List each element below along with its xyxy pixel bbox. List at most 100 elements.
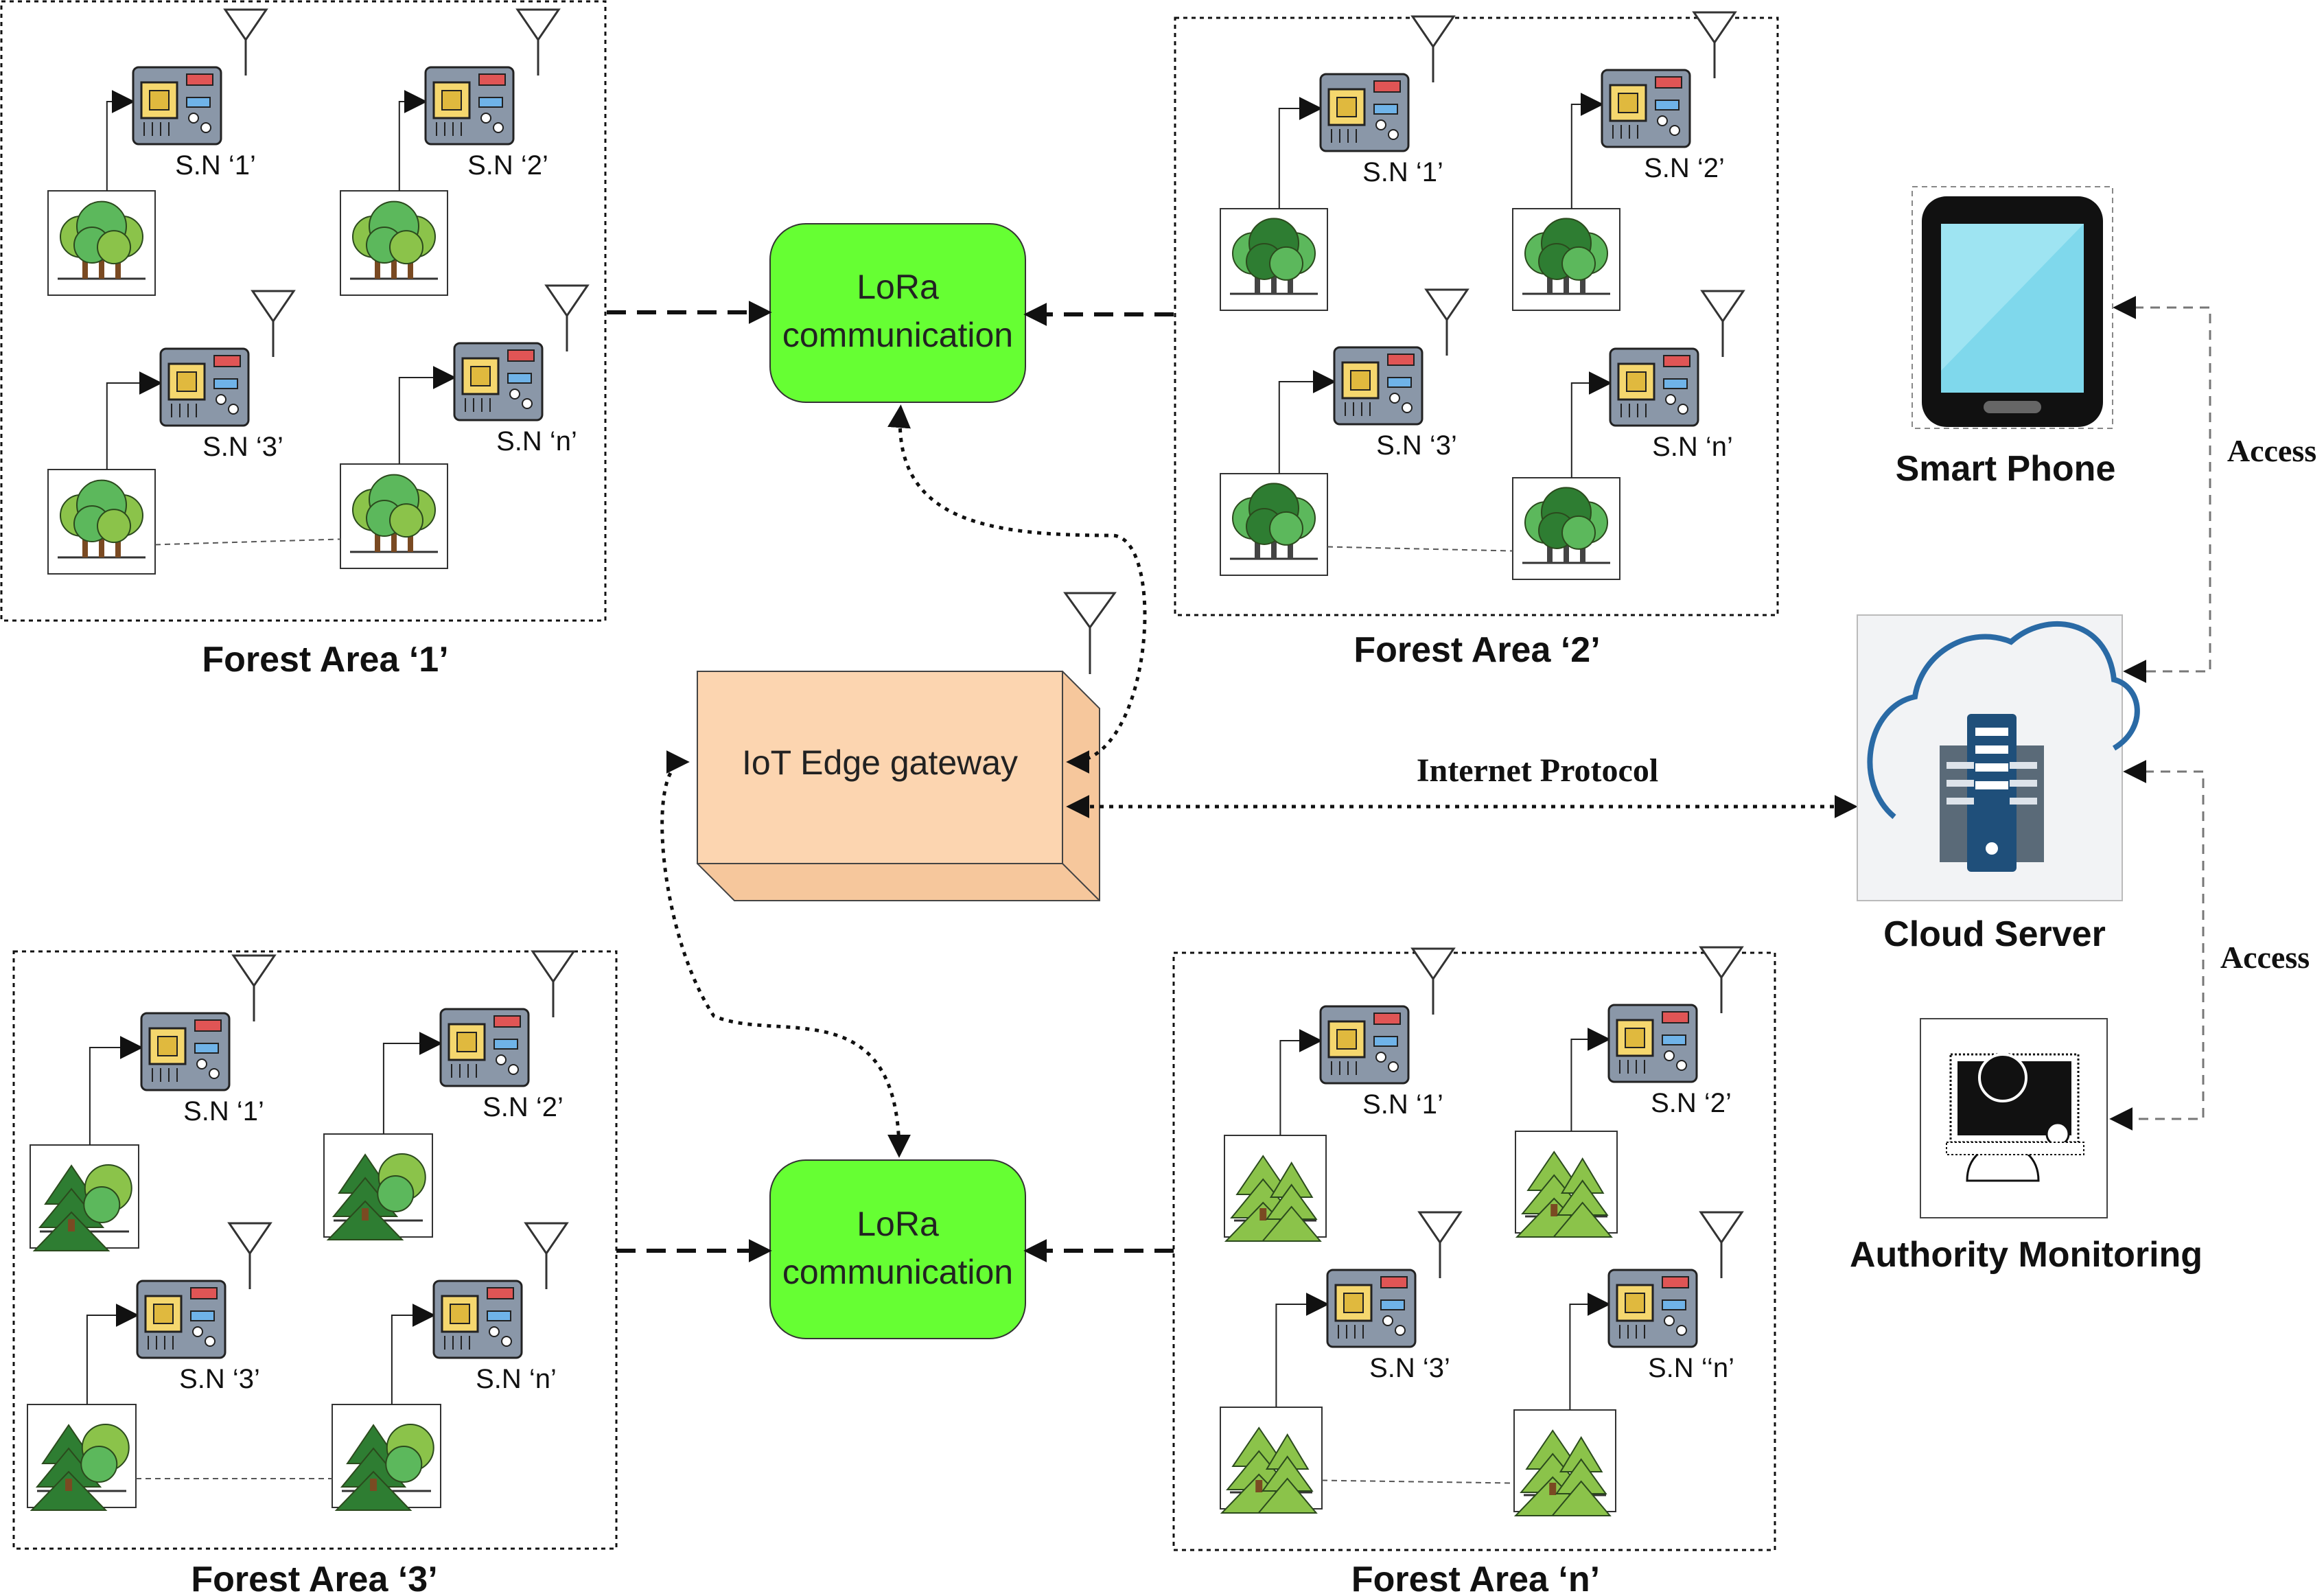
sensor-node-label: S.N ‘1’: [1362, 157, 1443, 187]
sensor-node: S.N ‘2’: [340, 8, 561, 296]
tree-icon: [47, 469, 156, 575]
monitoring-person-icon: [1920, 1018, 2108, 1218]
smart-phone-label: Smart Phone: [1896, 449, 2116, 489]
sensor-node-label: S.N ‘1’: [183, 1096, 264, 1126]
tree-sensor-link: [391, 1304, 436, 1404]
sensor-board-icon: [132, 66, 222, 146]
tree-icon: [27, 1404, 137, 1511]
sensor-node: S.N ‘1’: [47, 8, 268, 296]
sensor-board-icon: [1326, 1269, 1417, 1348]
antenna-icon: [1063, 592, 1117, 674]
access-top-label: Access: [2227, 433, 2316, 468]
antenna-icon: [1699, 1211, 1744, 1278]
tree-sensor-link: [1279, 1029, 1323, 1135]
antenna-icon: [223, 8, 268, 76]
sensor-board-icon: [140, 1012, 231, 1091]
forest-area-label: Forest Area ‘3’: [191, 1560, 437, 1596]
antenna-icon: [1699, 946, 1744, 1013]
sensor-node: S.N ‘3’: [1220, 1211, 1463, 1514]
sensor-board-icon: [439, 1008, 530, 1087]
forest-area-4: Forest Area ‘n’ S.N ‘1’ S.N ‘2’ S.N ‘3’ S.N …: [1172, 946, 1776, 1596]
tree-icon: [1220, 208, 1328, 311]
tree-sensor-link: [1570, 371, 1612, 478]
tree-icon: [1220, 473, 1328, 576]
sensor-node-label: S.N ‘n’: [496, 426, 577, 456]
lora-bottom-line2: communication: [782, 1253, 1013, 1291]
sensor-node-label: S.N ‘n’: [476, 1364, 557, 1394]
sensor-node: S.N ‘n’: [340, 284, 590, 569]
antenna-icon: [544, 284, 590, 351]
sensor-node-label: S.N ‘2’: [1651, 1088, 1732, 1118]
sensor-board-icon: [1607, 1004, 1698, 1083]
tree-icon: [1513, 1409, 1616, 1516]
antenna-icon: [1700, 290, 1745, 357]
sensor-board-icon: [1601, 69, 1691, 148]
antenna-icon: [1424, 288, 1469, 356]
antenna-icon: [515, 8, 561, 76]
antenna-icon: [1410, 947, 1456, 1015]
antenna-icon: [231, 954, 277, 1021]
sensor-node: S.N ‘2’: [1515, 946, 1744, 1238]
sensor-node-label: S.N ‘3’: [179, 1364, 260, 1394]
antenna-icon: [1410, 15, 1456, 82]
sensor-node-label: S.N ‘2’: [1644, 153, 1725, 183]
sensor-node-label: S.N ‘1’: [175, 150, 256, 181]
tree-sensor-link: [1275, 1293, 1329, 1407]
sensor-node: S.N ‘1’: [1224, 947, 1456, 1242]
antenna-icon: [1417, 1211, 1463, 1278]
forest-area-label: Forest Area ‘2’: [1353, 630, 1600, 670]
antenna-icon: [227, 1222, 272, 1289]
sensor-node-label: S.N ‘2’: [483, 1092, 563, 1122]
sensor-node-label: S.N ‘1’: [1362, 1089, 1443, 1120]
sensor-board-icon: [1333, 346, 1424, 426]
sensor-node: S.N ‘‘n’: [1513, 1211, 1744, 1516]
sensor-board-icon: [453, 342, 544, 421]
tree-sensor-link: [398, 366, 456, 464]
sensor-board-icon: [1319, 1005, 1410, 1085]
tree-sensor-link: [106, 371, 163, 470]
tree-sensor-link: [1570, 93, 1604, 209]
sensor-node: S.N ‘1’: [1220, 15, 1456, 311]
forest-area-2: Forest Area ‘2’S.N ‘1’S.N ‘2’S.N ‘3’S.N …: [1174, 11, 1779, 670]
tree-link: [154, 538, 341, 546]
sensor-board-icon: [432, 1280, 523, 1359]
sensor-board-icon: [1607, 1269, 1698, 1348]
forest-area-label: Forest Area ‘n’: [1351, 1560, 1600, 1596]
gateway-label: IoT Edge gateway: [742, 743, 1018, 782]
sensor-node: S.N ‘3’: [27, 1222, 272, 1511]
tree-link: [1327, 546, 1513, 552]
cloud-server-icon: [1857, 614, 2140, 901]
sensor-node: S.N ‘3’: [1220, 288, 1469, 576]
forest-area-3: Forest Area ‘3’ S.N ‘1’ S.N ‘2’ S.N ‘3’ S.N …: [12, 950, 618, 1596]
tree-icon: [1220, 1407, 1323, 1514]
tree-icon: [332, 1404, 441, 1511]
sensor-node-label: S.N ‘3’: [1376, 430, 1457, 461]
forest-areas: Forest Area ‘1’S.N ‘1’S.N ‘2’S.N ‘3’S.N …: [0, 0, 1779, 1596]
server-rack-icon: [1940, 714, 2044, 872]
sensor-board-icon: [1319, 73, 1410, 152]
tree-icon: [1515, 1131, 1618, 1238]
tree-sensor-link: [382, 1032, 443, 1134]
access-bottom-label: Access: [2220, 940, 2310, 975]
lora-bottom-line1: LoRa: [857, 1205, 939, 1243]
lora-communication-bottom: LoRa communication: [769, 1159, 1026, 1339]
sensor-board-icon: [159, 347, 250, 427]
lora-communication-top: LoRa communication: [769, 223, 1026, 403]
cloud-server-label: Cloud Server: [1883, 914, 2106, 954]
sensor-node: S.N ‘1’: [30, 954, 277, 1251]
connectors: [607, 296, 2211, 1262]
tree-icon: [1512, 208, 1620, 311]
antenna-icon: [251, 290, 296, 357]
sensor-node-label: S.N ‘2’: [467, 150, 548, 181]
forest-area-1: Forest Area ‘1’S.N ‘1’S.N ‘2’S.N ‘3’S.N …: [0, 0, 607, 680]
antenna-icon: [531, 950, 576, 1017]
sensor-node-label: S.N ‘3’: [202, 432, 283, 462]
sensor-node: S.N ‘2’: [323, 950, 576, 1240]
sensor-node-label: S.N ‘‘n’: [1648, 1353, 1734, 1383]
internet-protocol-label: Internet Protocol: [1417, 752, 1658, 789]
tree-icon: [340, 463, 448, 569]
tree-icon: [30, 1144, 139, 1251]
tree-icon: [323, 1133, 433, 1240]
smartphone-icon: [1912, 186, 2113, 429]
